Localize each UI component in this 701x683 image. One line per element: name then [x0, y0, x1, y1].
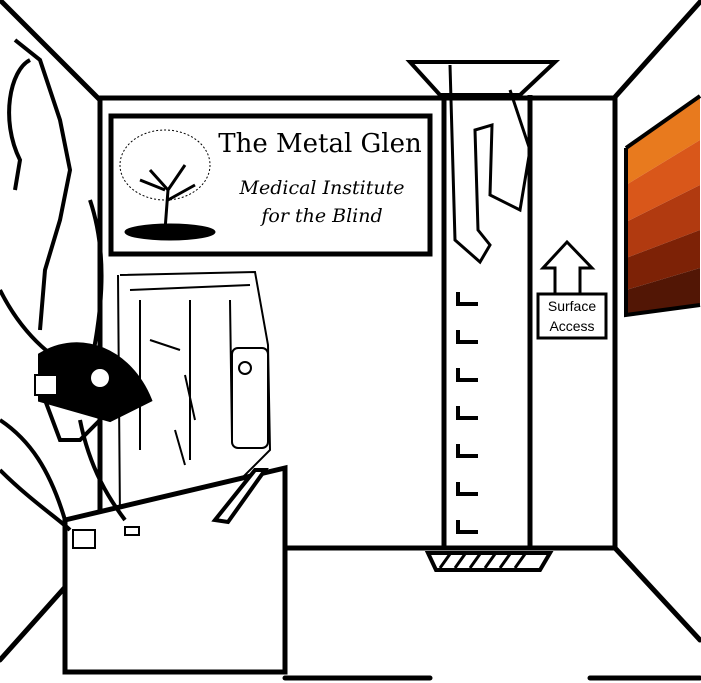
up-arrow-icon [539, 239, 596, 296]
reception-desk [62, 464, 288, 675]
character [0, 38, 153, 532]
sign-title: The Metal Glen [218, 129, 422, 159]
ceiling-edge-left [0, 0, 103, 103]
tree-logo-icon [119, 129, 216, 241]
ladder[interactable] [405, 60, 561, 550]
surface-access-line1: Surface [548, 298, 596, 314]
surface-access-sign [536, 292, 608, 340]
ceiling-edge-right [612, 0, 701, 100]
surface-access-line2: Access [549, 318, 594, 334]
ladder-base-hatch [424, 551, 554, 572]
wall-painting [624, 94, 701, 318]
floor-edge-right [612, 545, 701, 643]
sign-subtitle-1: Medical Institute [239, 177, 405, 199]
sign-subtitle-2: for the Blind [259, 205, 382, 227]
